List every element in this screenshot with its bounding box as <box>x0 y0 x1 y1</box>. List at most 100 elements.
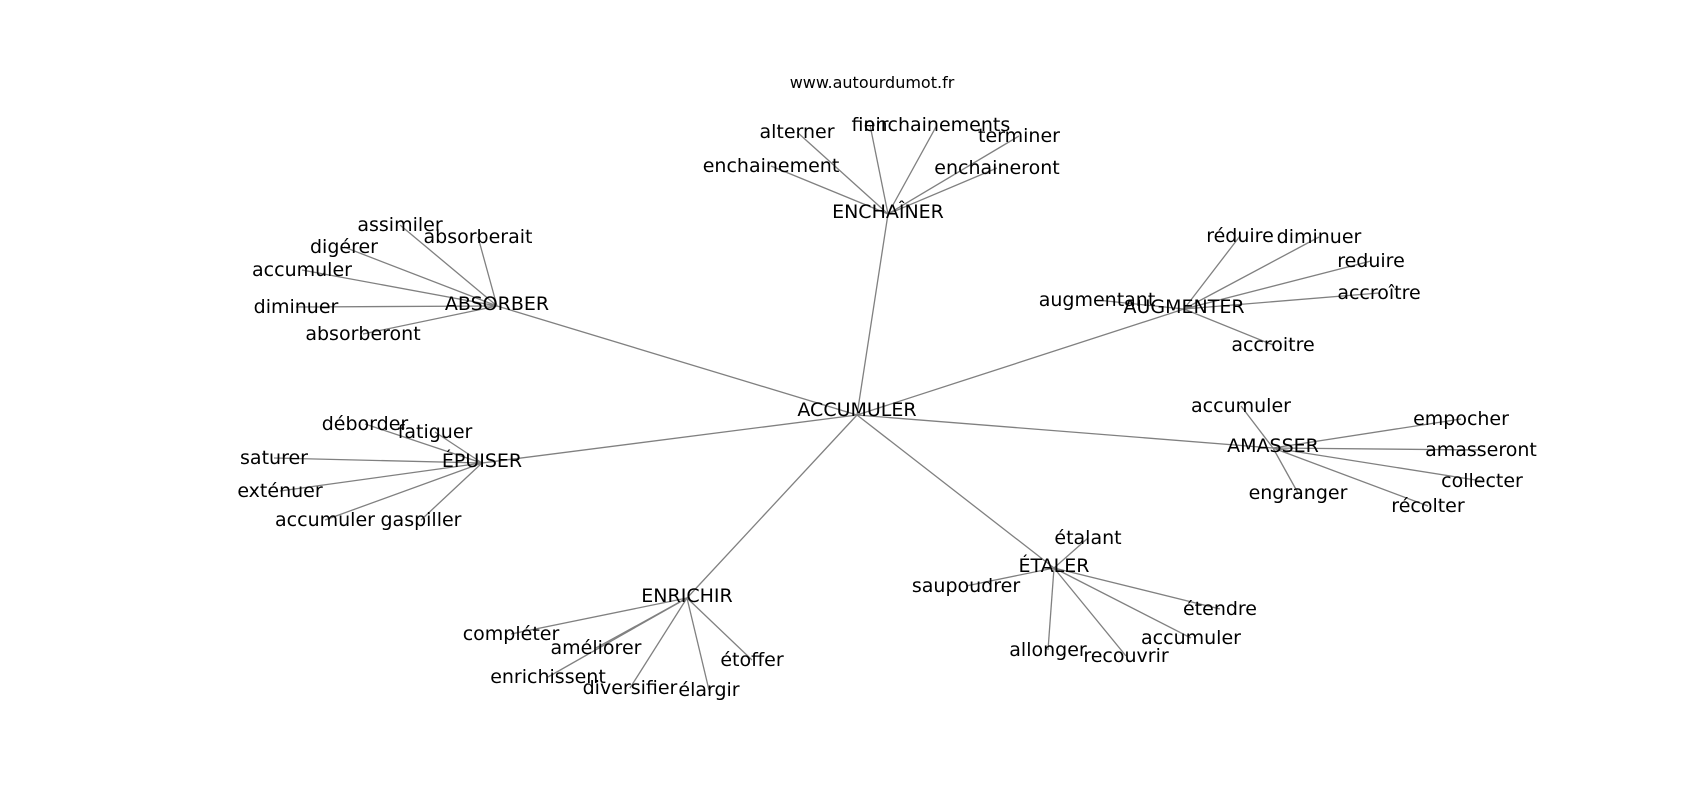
edge-enchainer-5 <box>887 167 998 215</box>
leaf-enchainer-1[interactable]: finir <box>851 114 888 136</box>
edge-enrichir-3 <box>686 597 753 661</box>
edge-epuiser-4 <box>324 462 483 521</box>
leaf-enrichir-3[interactable]: étoffer <box>720 649 784 671</box>
leaf-augmenter-1[interactable]: diminuer <box>1277 226 1362 248</box>
edge-enrichir-0 <box>510 597 688 635</box>
edge-etaler-3 <box>1053 567 1192 639</box>
edge-augmenter-3 <box>1096 299 1185 310</box>
leaf-absorber-0[interactable]: assimiler <box>357 214 442 236</box>
leaf-enchainer-0[interactable]: alterner <box>759 121 834 143</box>
edge-amasser-0 <box>1240 405 1274 449</box>
leaf-amasser-2[interactable]: amasseront <box>1425 439 1537 461</box>
leaf-etaler-5[interactable]: recouvrir <box>1083 645 1169 667</box>
edge-enrichir-5 <box>686 597 710 691</box>
leaf-enrichir-5[interactable]: élargir <box>678 679 739 701</box>
edge-center-amasser <box>856 414 1274 449</box>
site-url: www.autourdumot.fr <box>790 73 955 92</box>
edge-enchainer-3 <box>887 135 1020 215</box>
edge-epuiser-2 <box>273 457 483 464</box>
leaf-epuiser-3[interactable]: exténuer <box>237 480 323 502</box>
edge-etaler-4 <box>1047 567 1055 651</box>
edge-etaler-0 <box>1053 537 1089 569</box>
edge-center-enrichir <box>686 414 858 599</box>
leaf-augmenter-0[interactable]: réduire <box>1206 225 1274 247</box>
edge-etaler-1 <box>965 567 1055 587</box>
leaf-absorber-3[interactable]: accumuler <box>252 259 352 281</box>
leaf-enchainer-5[interactable]: enchaineront <box>934 157 1059 179</box>
node-enchainer[interactable]: ENCHAÎNER <box>832 200 944 223</box>
edge-epuiser-0 <box>364 423 483 464</box>
edge-center-absorber <box>496 305 858 416</box>
edge-enrichir-2 <box>547 597 688 678</box>
leaf-epuiser-5[interactable]: gaspiller <box>380 509 461 531</box>
edge-epuiser-1 <box>434 431 483 464</box>
leaf-amasser-0[interactable]: accumuler <box>1191 395 1291 417</box>
leaf-enrichir-2[interactable]: enrichissent <box>490 666 606 688</box>
leaf-absorber-2[interactable]: digérer <box>310 236 378 258</box>
leaf-etaler-3[interactable]: accumuler <box>1141 627 1241 649</box>
node-absorber[interactable]: ABSORBER <box>445 293 549 315</box>
edge-epuiser-3 <box>279 462 483 492</box>
leaf-etaler-0[interactable]: étalant <box>1054 527 1121 549</box>
leaf-enrichir-4[interactable]: diversifier <box>583 677 678 699</box>
edge-center-enchainer <box>856 213 889 416</box>
edge-center-epuiser <box>481 414 858 464</box>
leaf-etaler-4[interactable]: allonger <box>1009 639 1087 661</box>
edge-amasser-4 <box>1272 447 1299 494</box>
edge-amasser-2 <box>1272 447 1482 451</box>
leaf-epuiser-4[interactable]: accumuler <box>275 509 375 531</box>
leaf-etaler-2[interactable]: étendre <box>1183 598 1257 620</box>
node-augmenter[interactable]: AUGMENTER <box>1123 296 1244 318</box>
graph-labels: www.autourdumot.fr ACCUMULER ABSORBER assi… <box>237 73 1537 701</box>
leaf-enchainer-2[interactable]: enchainements <box>864 114 1010 136</box>
leaf-amasser-4[interactable]: engranger <box>1249 482 1348 504</box>
edge-enrichir-4 <box>629 597 688 689</box>
edge-etaler-5 <box>1053 567 1127 657</box>
edge-enchainer-1 <box>869 124 889 215</box>
edge-absorber-1 <box>477 236 498 307</box>
node-etaler[interactable]: ÉTALER <box>1019 554 1090 577</box>
edge-absorber-0 <box>399 224 498 307</box>
edge-augmenter-4 <box>1183 292 1380 310</box>
node-enrichir[interactable]: ENRICHIR <box>641 585 732 607</box>
edge-enchainer-0 <box>796 131 889 215</box>
leaf-enchainer-4[interactable]: enchainement <box>703 155 840 177</box>
leaf-absorber-5[interactable]: absorberont <box>305 323 420 345</box>
leaf-epuiser-0[interactable]: déborder <box>322 413 409 435</box>
edge-epuiser-5 <box>420 462 483 521</box>
edge-center-etaler <box>856 414 1055 569</box>
leaf-absorber-4[interactable]: diminuer <box>254 296 339 318</box>
edge-amasser-3 <box>1272 447 1483 482</box>
graph-edges <box>273 124 1483 691</box>
leaf-etaler-1[interactable]: saupoudrer <box>912 575 1020 597</box>
leaf-epuiser-2[interactable]: saturer <box>240 447 308 469</box>
edge-enchainer-4 <box>770 165 889 215</box>
leaf-augmenter-5[interactable]: accroitre <box>1231 334 1314 356</box>
leaf-enrichir-0[interactable]: compléter <box>463 623 560 645</box>
edge-absorber-4 <box>295 305 498 308</box>
center-node[interactable]: ACCUMULER <box>797 399 916 421</box>
node-epuiser[interactable]: ÉPUISER <box>442 449 522 472</box>
leaf-augmenter-3[interactable]: augmentant <box>1039 289 1156 311</box>
leaf-augmenter-2[interactable]: reduire <box>1337 250 1405 272</box>
edge-absorber-2 <box>343 246 498 307</box>
edge-absorber-3 <box>301 269 498 307</box>
edge-augmenter-2 <box>1183 260 1372 310</box>
edge-amasser-1 <box>1272 418 1462 449</box>
leaf-epuiser-1[interactable]: fatiguer <box>398 421 473 443</box>
leaf-amasser-1[interactable]: empocher <box>1413 408 1509 430</box>
edge-augmenter-0 <box>1183 235 1241 310</box>
node-amasser[interactable]: AMASSER <box>1227 435 1319 457</box>
leaf-enchainer-3[interactable]: terminer <box>978 125 1060 147</box>
edge-enchainer-2 <box>887 124 938 215</box>
leaf-amasser-3[interactable]: collecter <box>1441 470 1523 492</box>
leaf-enrichir-1[interactable]: améliorer <box>551 637 642 659</box>
leaf-augmenter-4[interactable]: accroître <box>1337 282 1420 304</box>
edge-amasser-5 <box>1272 447 1429 507</box>
leaf-amasser-5[interactable]: récolter <box>1391 495 1465 517</box>
edge-absorber-5 <box>362 305 498 335</box>
edge-augmenter-5 <box>1183 308 1274 346</box>
edge-etaler-2 <box>1053 567 1221 610</box>
leaf-absorber-1[interactable]: absorberait <box>424 226 533 248</box>
